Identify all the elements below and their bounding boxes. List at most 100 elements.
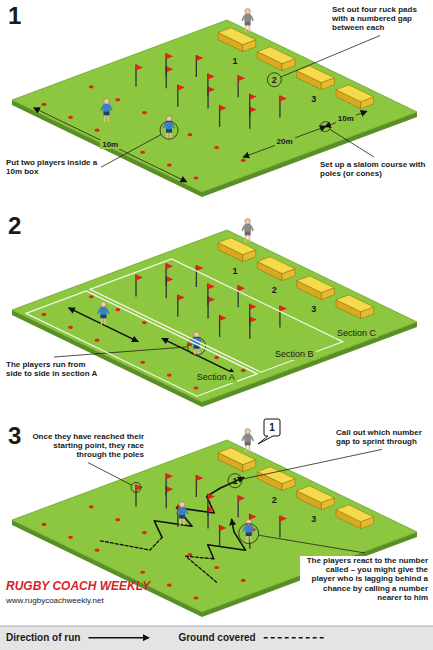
cone bbox=[115, 518, 120, 521]
dimension-line bbox=[244, 127, 326, 157]
cone bbox=[241, 159, 246, 162]
step-number: 2 bbox=[8, 212, 21, 240]
shirt bbox=[100, 307, 107, 315]
gap-number: 1 bbox=[233, 56, 238, 66]
dimension-label: 10m bbox=[336, 114, 356, 123]
pole-flag bbox=[250, 317, 257, 323]
pole-flag bbox=[250, 304, 257, 310]
cone bbox=[42, 313, 47, 316]
cone bbox=[89, 85, 94, 88]
ruck-pad bbox=[297, 276, 335, 293]
gap-number: 3 bbox=[311, 94, 316, 104]
cone bbox=[68, 116, 73, 119]
leader-line bbox=[242, 449, 382, 479]
cone bbox=[194, 596, 199, 599]
cone bbox=[42, 103, 47, 106]
brand-name: RUGBY COACH WEEKLY bbox=[6, 580, 150, 594]
pole-flag bbox=[238, 495, 245, 501]
pole-flag bbox=[250, 94, 257, 100]
pole-flag bbox=[280, 95, 287, 101]
ruck-pad bbox=[257, 257, 295, 274]
pole-flag bbox=[220, 105, 227, 111]
arm bbox=[177, 509, 179, 514]
step-number: 3 bbox=[8, 422, 21, 450]
head bbox=[179, 502, 185, 508]
cone bbox=[140, 571, 145, 574]
cone bbox=[95, 129, 100, 132]
arm bbox=[252, 527, 254, 532]
pole-flag bbox=[208, 506, 215, 512]
gap-number: 2 bbox=[272, 75, 277, 85]
arm bbox=[242, 436, 244, 441]
cone bbox=[89, 505, 94, 508]
leader-circle bbox=[160, 121, 178, 139]
pole-flag bbox=[136, 484, 143, 490]
cone bbox=[140, 151, 145, 154]
leg bbox=[249, 536, 251, 543]
pole-flag bbox=[208, 493, 215, 499]
leg bbox=[183, 518, 185, 525]
ground-covered bbox=[186, 556, 217, 582]
player-figure bbox=[177, 502, 188, 525]
leg bbox=[248, 25, 250, 32]
shirt bbox=[244, 14, 251, 22]
cone bbox=[89, 295, 94, 298]
cone bbox=[95, 339, 100, 342]
head bbox=[194, 332, 200, 338]
leader-line bbox=[54, 347, 188, 357]
shirt bbox=[103, 104, 110, 112]
pole-flag bbox=[208, 86, 215, 92]
leader-line bbox=[101, 135, 161, 168]
cone bbox=[194, 386, 199, 389]
head bbox=[245, 429, 251, 435]
arm bbox=[98, 309, 100, 314]
shirt bbox=[245, 525, 252, 533]
cone bbox=[241, 579, 246, 582]
gap-number: 3 bbox=[311, 304, 316, 314]
coach-figure bbox=[242, 9, 253, 32]
head bbox=[166, 116, 172, 122]
leader-circle bbox=[267, 73, 281, 87]
run-path bbox=[154, 478, 243, 538]
ground-covered bbox=[101, 537, 163, 550]
arm bbox=[243, 527, 245, 532]
pole-flag bbox=[238, 75, 245, 81]
leg bbox=[197, 348, 199, 355]
leader-line bbox=[281, 36, 380, 77]
section-outline bbox=[90, 259, 343, 372]
leg bbox=[166, 132, 168, 139]
cone bbox=[167, 374, 172, 377]
legend-sample bbox=[88, 637, 148, 639]
ruck-pad bbox=[257, 47, 295, 64]
callout-note: Call out which number gap to sprint thro… bbox=[334, 428, 430, 446]
cone bbox=[214, 356, 219, 359]
pole-flag bbox=[238, 285, 245, 291]
pole-flag bbox=[250, 107, 257, 113]
coach-figure bbox=[242, 429, 253, 452]
player-figure bbox=[98, 302, 109, 325]
leg bbox=[107, 115, 109, 122]
legend-sample bbox=[264, 637, 324, 639]
leader-line bbox=[88, 463, 132, 486]
dimension-label: 10m bbox=[100, 140, 120, 149]
pole-flag bbox=[166, 263, 173, 269]
player-figure bbox=[164, 116, 175, 139]
ruck-pad bbox=[336, 295, 374, 312]
cone bbox=[194, 176, 199, 179]
callout-note: The players run from side to side in sec… bbox=[6, 360, 102, 378]
pole-flag bbox=[208, 283, 215, 289]
pole-flag bbox=[178, 85, 185, 91]
cone bbox=[214, 566, 219, 569]
head bbox=[245, 9, 251, 15]
pole-flag bbox=[220, 525, 227, 531]
leader-line bbox=[259, 535, 365, 553]
leg bbox=[248, 235, 250, 242]
section-box: Section A bbox=[26, 291, 257, 396]
leg bbox=[245, 235, 247, 242]
section-name: Section B bbox=[273, 349, 316, 359]
cone bbox=[95, 549, 100, 552]
callout-note: Set up a slalom course with poles (or co… bbox=[318, 160, 430, 178]
step-number: 1 bbox=[8, 2, 21, 30]
ruck-pad bbox=[336, 85, 374, 102]
